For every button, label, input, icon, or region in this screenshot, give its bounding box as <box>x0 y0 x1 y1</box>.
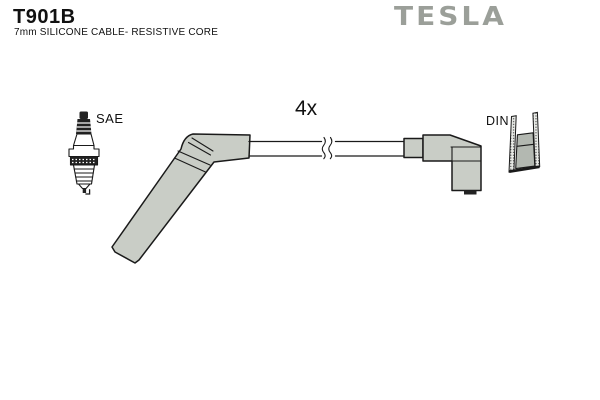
distributor-boot <box>403 134 482 195</box>
spark-plug-boot <box>111 133 251 264</box>
brand-logo: TESLA <box>394 1 507 32</box>
break-mark-icon <box>321 136 333 160</box>
ignition-cable <box>248 136 406 160</box>
spark-plug-icon <box>68 111 100 195</box>
quantity-label: 4x <box>295 97 318 120</box>
product-subtitle: 7mm SILICONE CABLE- RESISTIVE CORE <box>14 27 219 38</box>
din-connector-cross-section <box>508 111 541 173</box>
part-number: T901B <box>13 6 76 28</box>
din-end-label: DIN <box>486 114 510 128</box>
sae-end-label: SAE <box>96 111 124 126</box>
